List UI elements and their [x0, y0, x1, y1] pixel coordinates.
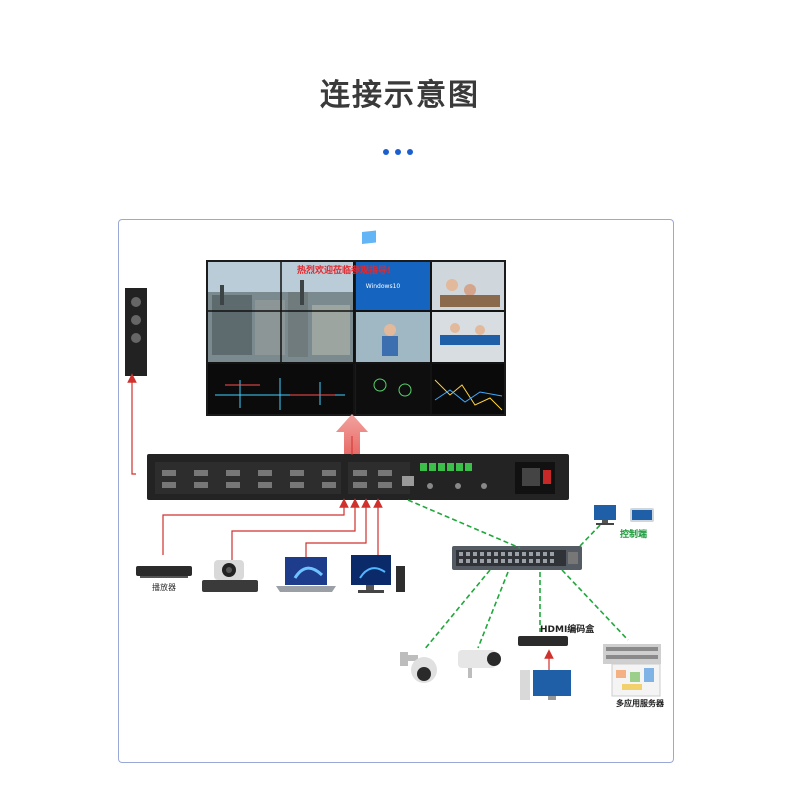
servers-label: 多应用服务器 [616, 698, 665, 708]
encoder-label: HDMI编码盒 [540, 623, 595, 635]
windows-text: Windows10 [366, 283, 401, 290]
encoder-pc-icon [520, 670, 571, 700]
bullet-camera-icon [458, 650, 501, 678]
speaker-link [127, 373, 137, 475]
player-device [136, 566, 192, 578]
speaker-device [125, 288, 147, 376]
hdmi-encoder-device [518, 636, 568, 646]
network-switch [452, 546, 582, 570]
output-arrow-icon [336, 414, 368, 455]
network-links [407, 499, 629, 651]
page-title: 连接示意图 [320, 78, 480, 113]
player-label: 播放器 [152, 582, 176, 592]
wall-banner-text: 热烈欢迎莅临参观指导! [297, 264, 391, 276]
ptz-camera-icon [202, 560, 258, 592]
video-wall: 热烈欢迎莅临参观指导! Windows10 [206, 230, 506, 416]
desktop-pc-icon [351, 555, 405, 593]
control-label: 控制端 [620, 528, 647, 540]
dome-camera-icon [400, 652, 437, 683]
decorative-dots [383, 140, 423, 155]
video-processor [147, 454, 569, 500]
laptop-icon [276, 557, 336, 592]
input-links [162, 498, 383, 560]
control-terminal-icon [594, 505, 654, 525]
server-rack-icon [603, 644, 661, 697]
